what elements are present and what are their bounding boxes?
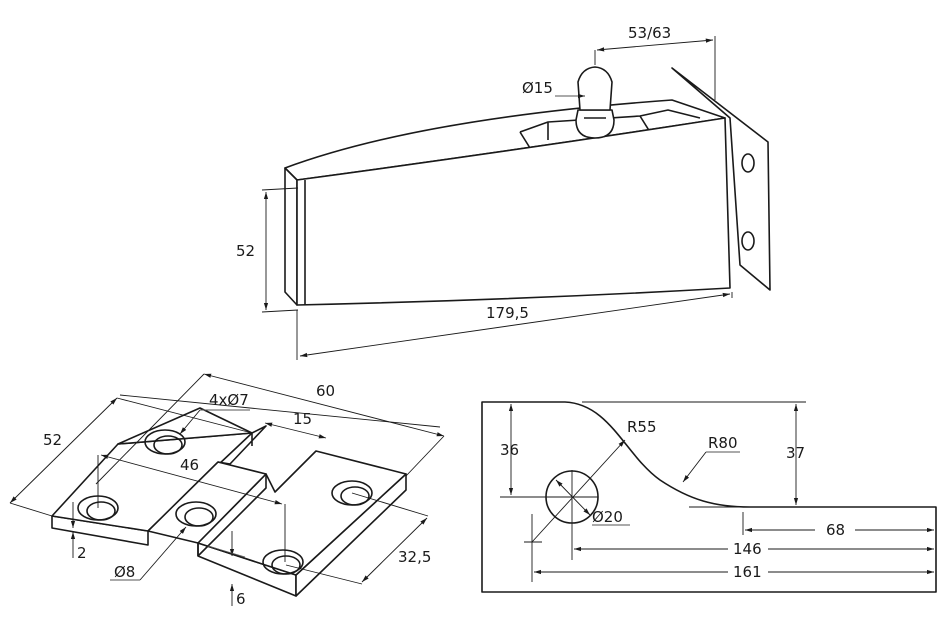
bracket-hole: [741, 231, 755, 251]
plate-width-label: 60: [316, 382, 335, 400]
slot-width-label: 15: [293, 410, 312, 428]
hole-diameter-label: Ø20: [592, 508, 623, 526]
radius-2-label: R80: [708, 434, 738, 452]
bracket-hole: [741, 153, 755, 173]
row-spacing-label: 32,5: [398, 548, 431, 566]
right-height-label: 37: [786, 444, 805, 462]
plate-depth-label: 52: [43, 431, 62, 449]
dim-161-label: 161: [733, 563, 762, 581]
hole-spacing-label: 46: [180, 456, 199, 474]
dim-146-label: 146: [733, 540, 762, 558]
profile-view: 36 37 R55 R80 Ø20 68 146 161: [481, 401, 937, 593]
hinge-pin: [575, 66, 615, 139]
thin-thickness-label: 2: [77, 544, 87, 562]
radius-1-label: R55: [627, 418, 657, 436]
hinge-body-view: Ø15 53/63 52 179,5: [236, 24, 771, 360]
dim-68-label: 68: [826, 521, 845, 539]
plate-view: 60 52 4xØ7 15 46 Ø8 2 6 32,5: [9, 373, 445, 608]
length-label: 179,5: [486, 304, 529, 322]
pin-hole-label: Ø8: [114, 563, 135, 581]
thick-thickness-label: 6: [236, 590, 246, 608]
pin-diameter-label: Ø15: [522, 79, 553, 97]
offset-label: 53/63: [628, 24, 671, 42]
left-height-label: 36: [500, 441, 519, 459]
mounting-bracket: [671, 67, 771, 291]
holes-label: 4xØ7: [209, 391, 249, 409]
height-label: 52: [236, 242, 255, 260]
